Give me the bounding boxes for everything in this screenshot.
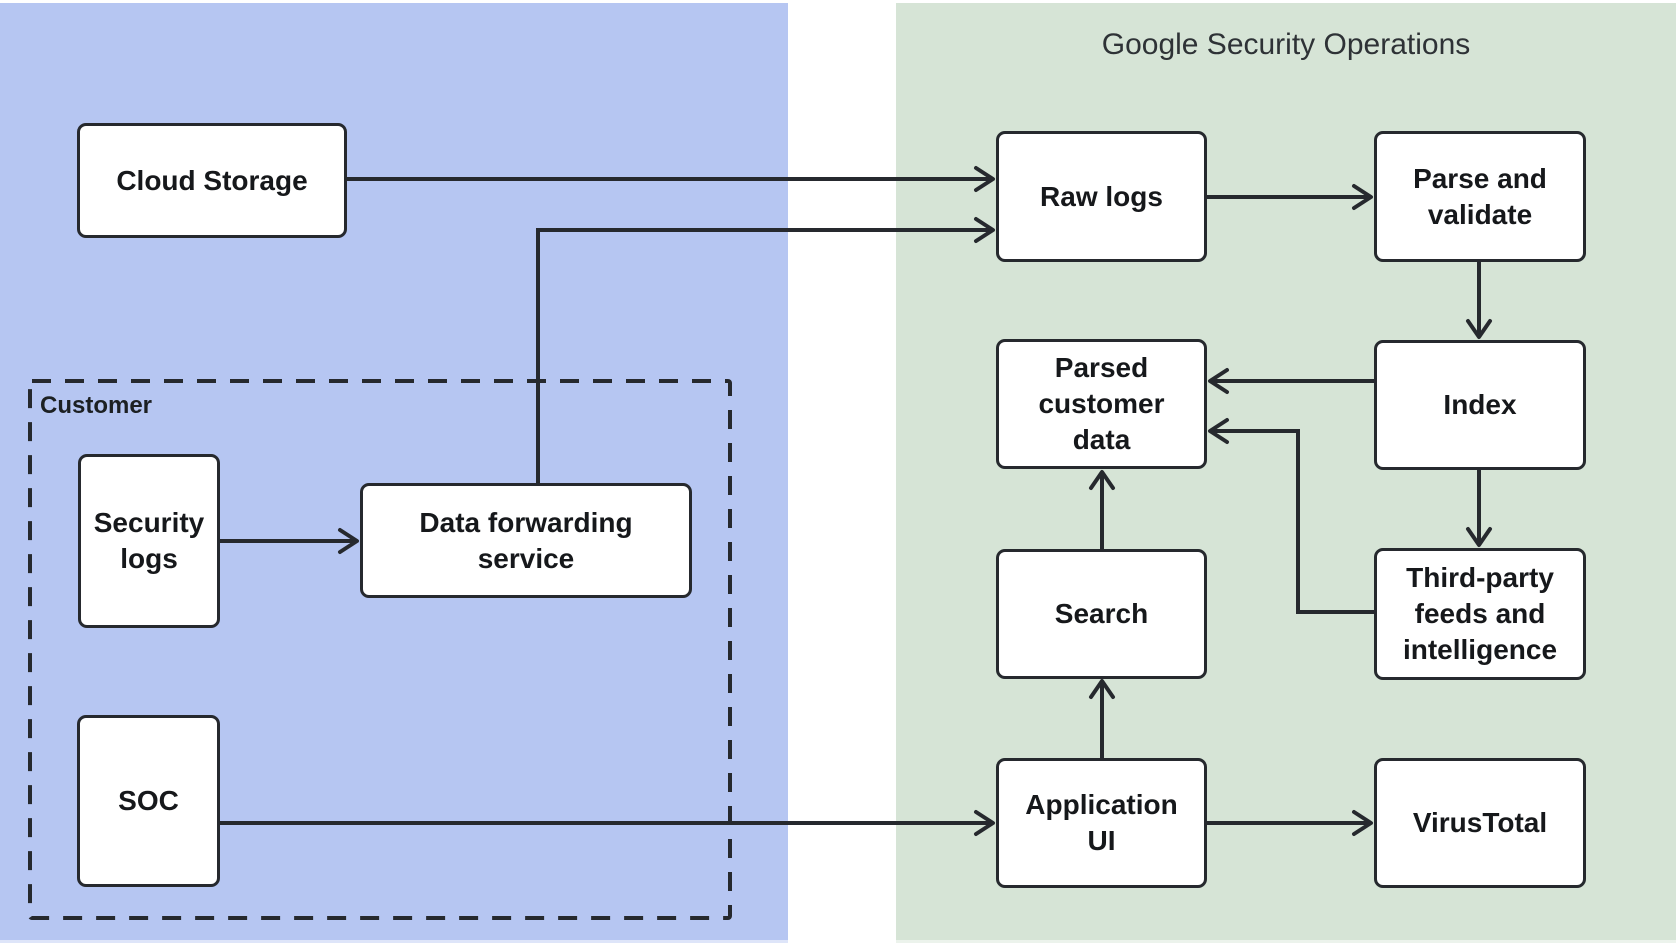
edge-security-logs-to-data-forwarding-service [220, 528, 359, 554]
customer-group-label: Customer [40, 392, 153, 419]
edge-parse-and-validate-to-index [1466, 262, 1492, 339]
node-virustotal: VirusTotal [1374, 758, 1586, 888]
node-label: Search [1054, 598, 1149, 630]
node-parsed-customer-data: Parsed customer data [996, 339, 1207, 469]
customer-group-boundary [28, 379, 732, 920]
edge-application-ui-to-virustotal [1207, 810, 1373, 836]
node-label: VirusTotal [1412, 807, 1548, 839]
node-label: Parse and validate [1413, 162, 1547, 230]
node-cloud-storage: Cloud Storage [77, 123, 347, 238]
edge-third-party-feeds-to-parsed-customer-data [1208, 418, 1374, 614]
edge-raw-logs-to-parse-and-validate [1207, 184, 1373, 210]
node-raw-logs: Raw logs [996, 131, 1207, 262]
edge-cloud-storage-to-raw-logs [347, 166, 995, 192]
node-label: Index [1443, 389, 1517, 421]
node-label: Security logs [93, 507, 205, 574]
bottom-edge-highlight [0, 940, 1676, 943]
node-label: Parsed customer data [1038, 352, 1165, 455]
edge-application-ui-to-search [1089, 679, 1115, 758]
node-label: Raw logs [1040, 180, 1163, 212]
node-label: Application UI [1025, 789, 1178, 856]
node-soc: SOC [77, 715, 220, 887]
node-label: Cloud Storage [116, 164, 308, 196]
node-data-forwarding-service: Data forwarding service [360, 483, 692, 598]
google-zone-title: Google Security Operations [1101, 28, 1471, 61]
node-third-party-feeds: Third-party feeds and intelligence [1374, 548, 1586, 680]
node-search: Search [996, 549, 1207, 679]
node-security-logs: Security logs [78, 454, 220, 628]
node-parse-and-validate: Parse and validate [1374, 131, 1586, 262]
edge-data-forwarding-service-to-raw-logs [536, 217, 995, 483]
edge-search-to-parsed-customer-data [1089, 470, 1115, 549]
node-label: Data forwarding service [419, 506, 633, 574]
node-index: Index [1374, 340, 1586, 470]
edge-soc-to-application-ui [220, 810, 995, 836]
node-application-ui: Application UI [996, 758, 1207, 888]
edge-index-to-parsed-customer-data [1208, 368, 1374, 394]
node-label: Third-party feeds and intelligence [1402, 562, 1558, 665]
node-label: SOC [118, 785, 179, 817]
edge-index-to-third-party-feeds [1466, 470, 1492, 547]
